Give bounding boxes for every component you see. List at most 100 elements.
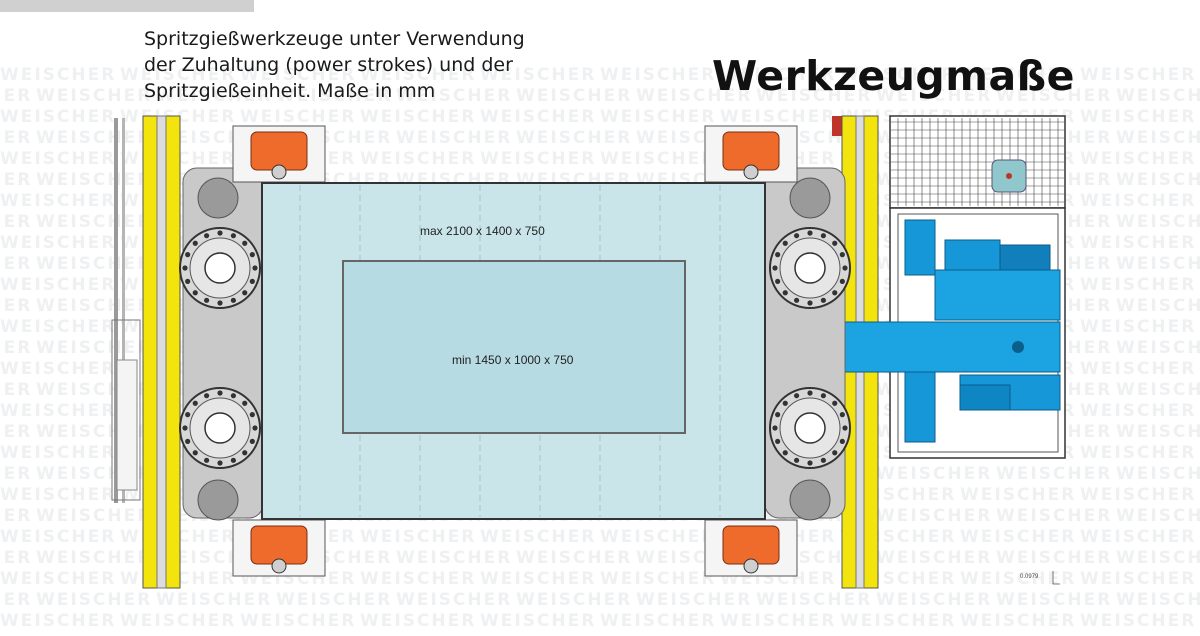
watermark-text: WEISCHER xyxy=(960,485,1076,505)
watermark-text: WEISCHER xyxy=(1080,527,1196,547)
watermark-text: WEISCHER xyxy=(0,107,116,127)
watermark-text: WEISCHER xyxy=(996,590,1112,610)
caption: Spritzgießwerkzeuge unter Verwendung der… xyxy=(144,26,564,104)
watermark-text: WEISCHER xyxy=(996,506,1112,526)
watermark-text: WEISCHER xyxy=(360,149,476,169)
max-dimension-label: max 2100 x 1400 x 750 xyxy=(420,224,545,238)
watermark-text: WEISCHER xyxy=(1116,506,1200,526)
watermark-text: WEISCHER xyxy=(276,590,392,610)
left-frame xyxy=(111,115,181,589)
watermark-text: WEISCHER xyxy=(0,317,116,337)
min-dimension-label: min 1450 x 1000 x 750 xyxy=(452,353,574,367)
watermark-text: WEISCHER xyxy=(1116,254,1200,274)
watermark-text: WEISCHER xyxy=(600,107,716,127)
watermark-text: WEISCHER xyxy=(360,569,476,589)
watermark-text: WEISCHER xyxy=(1080,149,1196,169)
top-bar xyxy=(0,0,254,12)
watermark-text: WEISCHER xyxy=(876,548,992,568)
watermark-text: WEISCHER xyxy=(396,590,512,610)
watermark-text: WEISCHER xyxy=(0,296,32,316)
watermark-text: WEISCHER xyxy=(960,527,1076,547)
watermark-text: WEISCHER xyxy=(0,527,116,547)
watermark-text: WEISCHER xyxy=(1116,170,1200,190)
watermark-text: WEISCHER xyxy=(600,611,716,631)
watermark-text: WEISCHER xyxy=(1080,611,1196,631)
watermark-text: WEISCHER xyxy=(516,548,632,568)
caption-line-3: Spritzgießeinheit. Maße in mm xyxy=(144,80,436,102)
watermark-text: WEISCHER xyxy=(1116,86,1200,106)
watermark-text: WEISCHER xyxy=(396,548,512,568)
watermark-text: WEISCHER xyxy=(0,401,116,421)
watermark-text: WEISCHER xyxy=(840,65,956,85)
watermark-text: WEISCHER xyxy=(36,338,152,358)
watermark-text: WEISCHER xyxy=(996,464,1112,484)
actuator-bracket xyxy=(232,125,326,183)
watermark-text: WEISCHER xyxy=(600,149,716,169)
tie-bar-nut xyxy=(179,227,261,309)
watermark-text: WEISCHER xyxy=(1080,191,1196,211)
watermark-text: WEISCHER xyxy=(0,212,32,232)
watermark-text: WEISCHER xyxy=(240,107,356,127)
watermark-text: WEISCHER xyxy=(480,107,596,127)
watermark-text: WEISCHER xyxy=(516,590,632,610)
watermark-text: WEISCHER xyxy=(840,611,956,631)
watermark-text: WEISCHER xyxy=(36,590,152,610)
watermark-text: WEISCHER xyxy=(876,464,992,484)
watermark-text: WEISCHER xyxy=(120,65,236,85)
watermark-text: WEISCHER xyxy=(1080,485,1196,505)
watermark-text: WEISCHER xyxy=(360,107,476,127)
watermark-text: WEISCHER xyxy=(1116,380,1200,400)
watermark-text: WEISCHER xyxy=(756,86,872,106)
tie-bar-nut xyxy=(769,387,851,469)
watermark-text: WEISCHER xyxy=(396,86,512,106)
watermark-text: WEISCHER xyxy=(0,170,32,190)
watermark-text: WEISCHER xyxy=(360,65,476,85)
watermark-text: WEISCHER xyxy=(1080,359,1196,379)
watermark-text: WEISCHER xyxy=(1116,128,1200,148)
watermark-text: WEISCHER xyxy=(600,65,716,85)
tie-bar-nut xyxy=(179,387,261,469)
watermark-text: WEISCHER xyxy=(396,128,512,148)
watermark-text: WEISCHER xyxy=(1116,212,1200,232)
watermark-text: WEISCHER xyxy=(36,212,152,232)
watermark-text: WEISCHER xyxy=(0,233,116,253)
watermark-text: WEISCHER xyxy=(1116,590,1200,610)
watermark-text: WEISCHER xyxy=(1080,443,1196,463)
watermark-text: WEISCHER xyxy=(0,254,32,274)
watermark-text: WEISCHER xyxy=(720,65,836,85)
watermark-text: WEISCHER xyxy=(636,590,752,610)
watermark-text: WEISCHER xyxy=(600,527,716,547)
watermark-text: WEISCHER xyxy=(1080,233,1196,253)
watermark-text: WEISCHER xyxy=(36,254,152,274)
watermark-text: WEISCHER xyxy=(360,611,476,631)
watermark-text: WEISCHER xyxy=(0,590,32,610)
caption-line-2: der Zuhaltung (power strokes) und der xyxy=(144,54,513,76)
watermark-text: WEISCHER xyxy=(960,65,1076,85)
watermark-text: WEISCHER xyxy=(480,611,596,631)
watermark-text: WEISCHER xyxy=(480,527,596,547)
watermark-text: WEISCHER xyxy=(0,191,116,211)
watermark-text: WEISCHER xyxy=(0,338,32,358)
watermark-text: WEISCHER xyxy=(1116,464,1200,484)
watermark-text: WEISCHER xyxy=(1116,296,1200,316)
watermark-text: WEISCHER xyxy=(0,86,32,106)
watermark-text: WEISCHER xyxy=(0,485,116,505)
watermark-text: WEISCHER xyxy=(36,548,152,568)
watermark-text: WEISCHER xyxy=(156,86,272,106)
watermark-text: WEISCHER xyxy=(636,86,752,106)
mold-area: max 2100 x 1400 x 750 min 1450 x 1000 x … xyxy=(261,182,766,520)
watermark-text: WEISCHER xyxy=(600,569,716,589)
watermark-text: WEISCHER xyxy=(876,590,992,610)
watermark-text: WEISCHER xyxy=(1080,569,1196,589)
watermark-text: WEISCHER xyxy=(0,611,116,631)
watermark-text: WEISCHER xyxy=(1080,107,1196,127)
watermark-text: WEISCHER xyxy=(1116,338,1200,358)
watermark-text: WEISCHER xyxy=(720,107,836,127)
watermark-text: WEISCHER xyxy=(516,86,632,106)
watermark-text: WEISCHER xyxy=(0,275,116,295)
page-title: Werkzeugmaße xyxy=(712,52,1075,100)
watermark-text: WEISCHER xyxy=(876,506,992,526)
watermark-text: WEISCHER xyxy=(756,590,872,610)
watermark-text: WEISCHER xyxy=(1080,275,1196,295)
watermark-text: WEISCHER xyxy=(360,527,476,547)
